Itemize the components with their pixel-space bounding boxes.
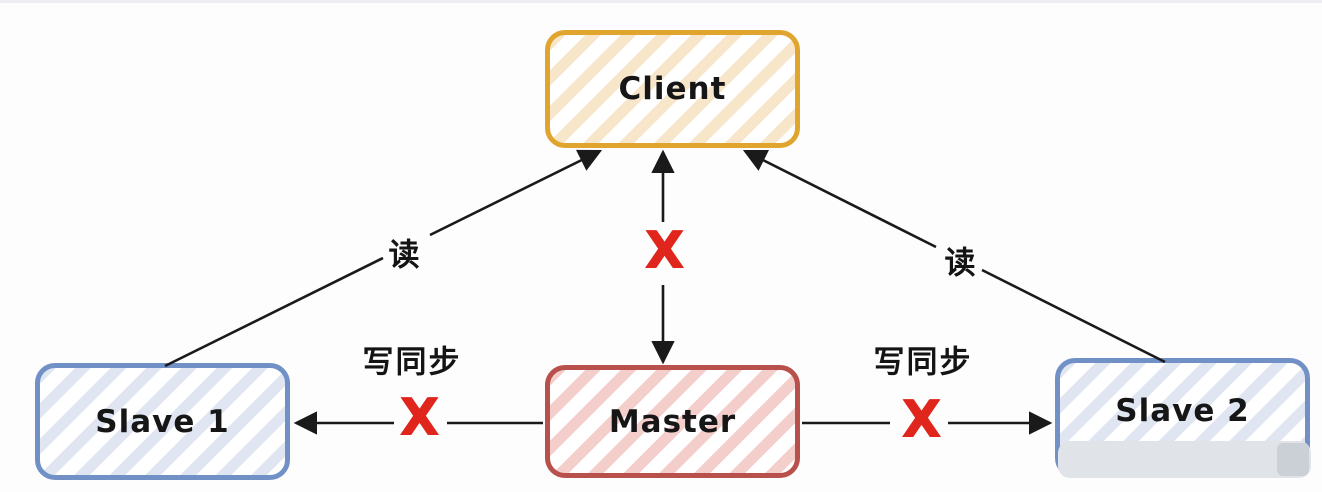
edge-label-read-left: 读 <box>388 237 420 274</box>
edge-label-write-sync-left: 写同步 <box>362 344 462 381</box>
blocked-x-master-slave2: X <box>900 390 942 450</box>
arrow-slave1-to-client <box>164 149 603 368</box>
node-client-label: Client <box>618 71 727 107</box>
edge-label-write-sync-right: 写同步 <box>873 344 973 381</box>
blocked-x-master-slave1: X <box>398 388 440 448</box>
edge-label-read-right: 读 <box>944 245 976 282</box>
node-slave1-label: Slave 1 <box>95 403 230 440</box>
node-master-label: Master <box>608 403 737 440</box>
redaction-watermark-overlay <box>1058 441 1311 478</box>
blocked-x-client-master: X <box>643 221 685 281</box>
node-master: Master <box>545 365 800 478</box>
node-client: Client <box>545 30 800 148</box>
redaction-watermark-cap <box>1277 443 1309 476</box>
node-slave1: Slave 1 <box>35 363 290 480</box>
node-slave2-label: Slave 2 <box>1115 393 1250 429</box>
